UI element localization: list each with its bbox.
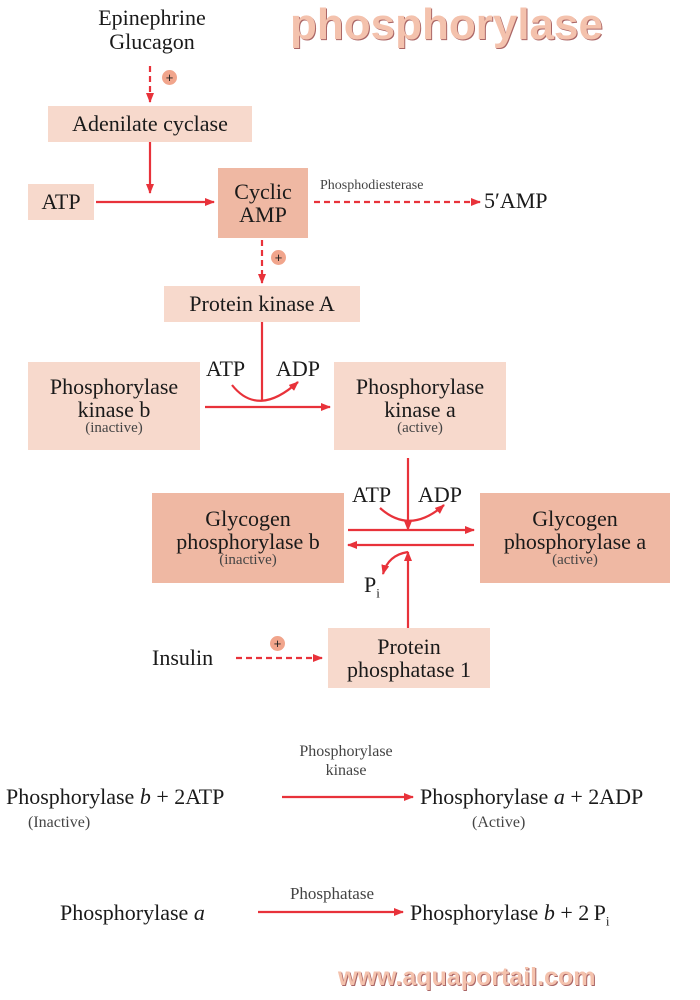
eq1-right-state: (Active) [472,814,526,831]
eq2-enzyme-label: Phosphatase [289,884,375,903]
protein-kinase-a-box: Protein kinase A [164,286,360,322]
eq2-left-var: a [193,900,205,925]
atp-in-label-2: ATP [352,482,392,507]
phosphodiesterase-label: Phosphodiesterase [320,178,424,193]
pi-label: Pi [364,572,380,601]
pka-label: Protein kinase A [189,291,335,317]
phosphorylase-kinase-b-box: Phosphorylase kinase b (inactive) [28,362,200,450]
protein-phosphatase-1-box: Protein phosphatase 1 [328,628,490,688]
atp-in-label: ATP [206,356,246,381]
eq2-right-var: b [543,900,555,925]
kinase-a-line-1: Phosphorylase [355,374,485,400]
adp-out-label-2: ADP [418,482,463,507]
hormone-epinephrine: Epinephrine [98,5,206,30]
eq1-enzyme-label: Phosphorylase kinase [268,742,424,780]
hormone-glucagon: Glucagon [109,29,195,55]
eq2-right-subscript: i [605,913,610,929]
pp1-line-2: phosphatase 1 [346,657,472,682]
kinase-b-line-2: kinase b [77,397,151,423]
glycogen-phosphorylase-b-box: Glycogen phosphorylase b (inactive) [152,493,344,583]
eq2-right: Phosphorylase b + 2 Pi [410,900,610,929]
five-prime-amp-label: 5′AMP [484,188,548,213]
pi-p: P [364,572,377,597]
eq2-right-rest: + 2 P [554,900,606,925]
cyclic-amp-box: Cyclic AMP [218,168,308,238]
arrow-atp-adp-curve-2 [379,504,445,522]
eq2-right-name: Phosphorylase [410,900,544,925]
eq1-left-name: Phosphorylase [6,784,140,809]
pp1-line-1: Protein [377,633,441,659]
eq1-left-rest: + 2ATP [150,784,225,809]
kinase-b-state: (inactive) [85,420,143,437]
glycogen-b-line-2: phosphorylase b [176,529,320,555]
arrow-pi-curve [381,550,409,575]
camp-line-1: Cyclic [234,178,292,204]
glycogen-b-line-1: Glycogen [205,506,291,532]
kinase-b-line-1: Phosphorylase [49,374,179,400]
adp-out-label: ADP [276,356,321,381]
brand-title: phosphorylase [290,0,603,49]
eq2-left: Phosphorylase a [60,900,205,926]
glycogen-a-line-1: Glycogen [532,506,618,532]
glycogen-a-line-2: phosphorylase a [503,529,647,555]
eq1-right: Phosphorylase a + 2ADP [420,784,643,810]
arrow-atp-adp-curve-1 [231,381,299,402]
plus-badge: + [270,636,285,651]
eq1-right-name: Phosphorylase [420,784,554,809]
pi-subscript: i [376,585,380,601]
eq1-left-var: b [139,784,151,809]
hormones-label: Epinephrine Glucagon [80,5,224,55]
eq1-right-rest: + 2ADP [564,784,644,809]
phosphorylase-kinase-a-box: Phosphorylase kinase a (active) [334,362,506,450]
eq2-left-name: Phosphorylase [60,900,194,925]
atp-label: ATP [41,189,81,215]
eq1-right-var: a [553,784,565,809]
kinase-a-line-2: kinase a [384,397,456,423]
eq1-left: Phosphorylase b + 2ATP [6,784,224,810]
plus-badge: + [271,250,286,265]
eq1-left-state: (Inactive) [28,814,91,831]
eq1-enzyme-line-2: kinase [325,762,367,780]
glycogen-phosphorylase-a-box: Glycogen phosphorylase a (active) [480,493,670,583]
insulin-label: Insulin [152,645,214,670]
eq1-enzyme-line-1: Phosphorylase [299,743,393,760]
kinase-a-state: (active) [397,420,443,437]
adenylate-cyclase-label: Adenilate cyclase [72,111,228,137]
plus-badge: + [162,70,177,85]
glycogen-a-state: (active) [552,552,598,569]
brand-url: www.aquaportail.com [338,963,596,991]
atp-box: ATP [28,184,94,220]
glycogen-b-state: (inactive) [219,552,277,569]
camp-line-2: AMP [239,202,287,227]
adenylate-cyclase-box: Adenilate cyclase [48,106,252,142]
